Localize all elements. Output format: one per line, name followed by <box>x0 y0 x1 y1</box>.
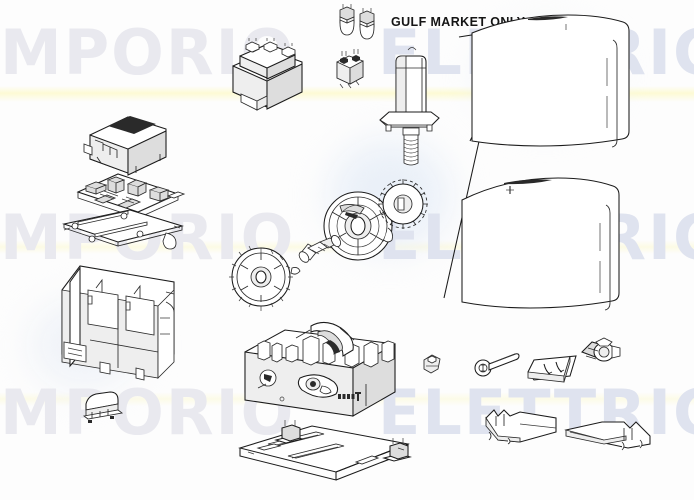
part-control-board-cover <box>83 116 167 176</box>
part-limit-cam-left <box>485 409 557 445</box>
part-cover-panel-lower <box>461 177 620 311</box>
part-transformer <box>232 38 303 111</box>
part-motor-worm-screw <box>379 47 440 166</box>
part-chassis-frame <box>61 265 175 381</box>
part-terminal-block <box>336 49 364 89</box>
part-spur-gear <box>378 179 428 229</box>
part-release-key <box>474 353 520 377</box>
control-box-internals <box>257 321 395 368</box>
part-shaft-bushings <box>290 235 342 275</box>
part-mounting-plate <box>62 209 184 250</box>
part-cover-panel-upper <box>471 14 630 148</box>
part-control-pcb <box>76 173 186 219</box>
gear-spokes <box>240 253 282 302</box>
part-clutch-pulley <box>323 191 393 261</box>
part-control-box <box>244 321 396 417</box>
part-small-cover <box>82 391 124 423</box>
helical-teeth <box>229 245 293 311</box>
part-helical-gear <box>229 245 293 311</box>
part-release-door-cover <box>527 355 577 383</box>
gulf-market-only-label: GULF MARKET ONLY <box>391 15 526 29</box>
came-logo <box>338 392 361 401</box>
part-base-plate <box>238 420 412 481</box>
part-limit-cam-right <box>564 421 651 451</box>
worm-screw-threads <box>403 134 419 166</box>
gear-teeth <box>378 179 428 229</box>
part-capacitors <box>339 4 375 40</box>
part-release-knob <box>423 354 441 374</box>
part-lock-cylinder <box>581 337 621 362</box>
